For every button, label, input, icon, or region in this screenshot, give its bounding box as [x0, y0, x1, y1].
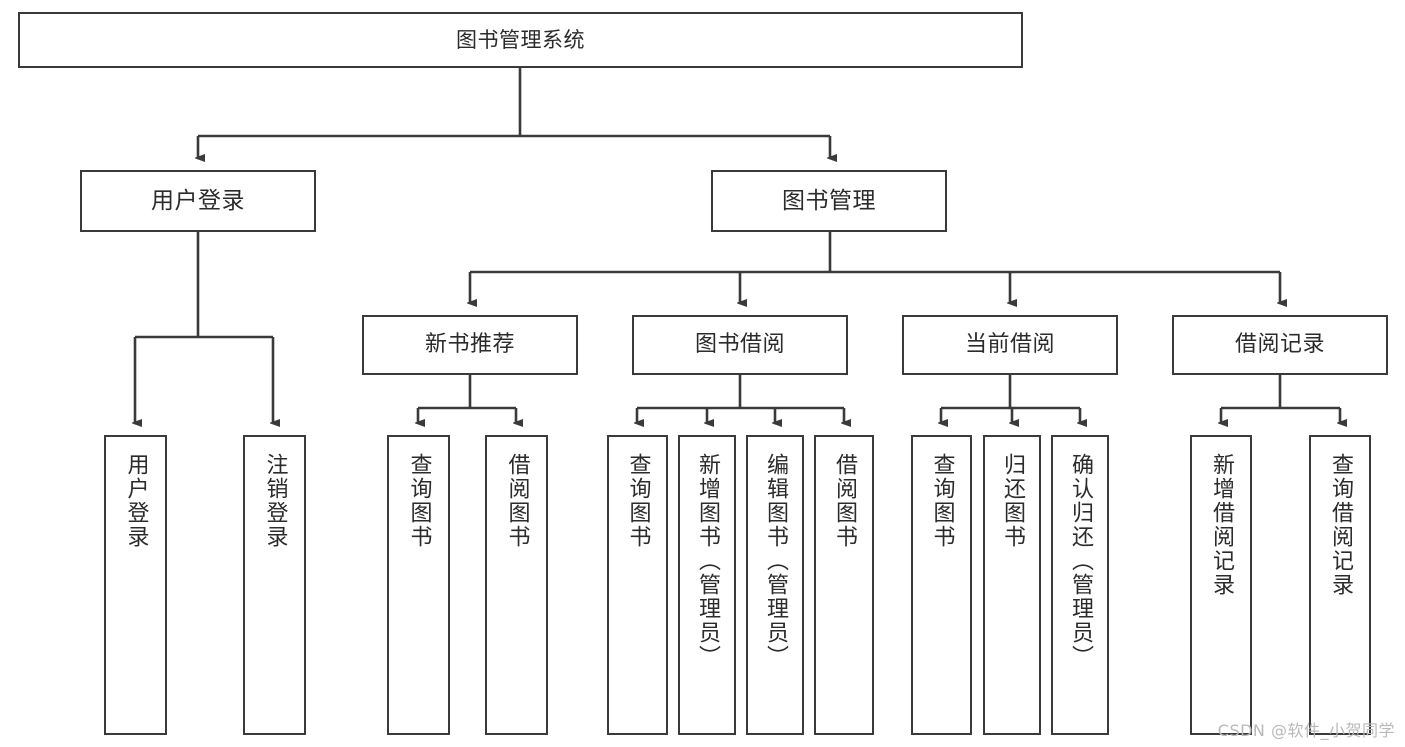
node-book-manage[interactable]: 图书管理: [711, 170, 947, 232]
node-leaf-query-book-1-label: 查询图书: [406, 453, 432, 549]
node-leaf-logout-label: 注销登录: [262, 453, 288, 549]
node-root-label: 图书管理系统: [456, 27, 585, 52]
node-leaf-query-book-3-label: 查询图书: [929, 453, 955, 549]
node-leaf-query-book-1[interactable]: 查询图书: [387, 435, 450, 735]
node-leaf-confirm-return[interactable]: 确认归还（管理员）: [1051, 435, 1109, 735]
node-book-manage-label: 图书管理: [782, 187, 876, 214]
node-user-login[interactable]: 用户登录: [80, 170, 316, 232]
node-borrow-record[interactable]: 借阅记录: [1172, 315, 1388, 375]
node-book-borrow[interactable]: 图书借阅: [632, 315, 848, 375]
node-leaf-add-book-label: 新增图书（管理员）: [694, 453, 720, 669]
node-leaf-query-record[interactable]: 查询借阅记录: [1309, 435, 1371, 735]
node-leaf-borrow-book-1-label: 借阅图书: [504, 453, 530, 549]
node-new-book-rec-label: 新书推荐: [424, 332, 515, 358]
node-leaf-return-book[interactable]: 归还图书: [983, 435, 1041, 735]
node-leaf-add-record[interactable]: 新增借阅记录: [1190, 435, 1252, 735]
node-leaf-user-login[interactable]: 用户登录: [104, 435, 167, 735]
node-leaf-edit-book[interactable]: 编辑图书（管理员）: [746, 435, 804, 735]
node-leaf-borrow-book-2-label: 借阅图书: [831, 453, 857, 549]
node-leaf-logout[interactable]: 注销登录: [243, 435, 306, 735]
node-leaf-query-book-2-label: 查询图书: [625, 453, 651, 549]
node-leaf-add-record-label: 新增借阅记录: [1208, 453, 1234, 597]
node-leaf-query-book-3[interactable]: 查询图书: [911, 435, 972, 735]
node-book-borrow-label: 图书借阅: [694, 332, 785, 358]
node-leaf-user-login-label: 用户登录: [123, 453, 149, 549]
watermark: CSDN @软件_小贺同学: [1217, 721, 1395, 740]
node-leaf-query-record-label: 查询借阅记录: [1327, 453, 1353, 597]
node-current-borrow[interactable]: 当前借阅: [902, 315, 1118, 375]
node-new-book-rec[interactable]: 新书推荐: [362, 315, 578, 375]
node-leaf-query-book-2[interactable]: 查询图书: [607, 435, 668, 735]
node-leaf-borrow-book-1[interactable]: 借阅图书: [485, 435, 548, 735]
node-current-borrow-label: 当前借阅: [964, 332, 1055, 358]
node-user-login-label: 用户登录: [151, 187, 245, 214]
node-leaf-confirm-return-label: 确认归还（管理员）: [1067, 453, 1093, 669]
node-leaf-return-book-label: 归还图书: [999, 453, 1025, 549]
node-leaf-borrow-book-2[interactable]: 借阅图书: [814, 435, 874, 735]
node-leaf-edit-book-label: 编辑图书（管理员）: [762, 453, 788, 669]
node-borrow-record-label: 借阅记录: [1234, 332, 1325, 358]
node-root[interactable]: 图书管理系统: [18, 12, 1023, 68]
node-leaf-add-book[interactable]: 新增图书（管理员）: [678, 435, 736, 735]
